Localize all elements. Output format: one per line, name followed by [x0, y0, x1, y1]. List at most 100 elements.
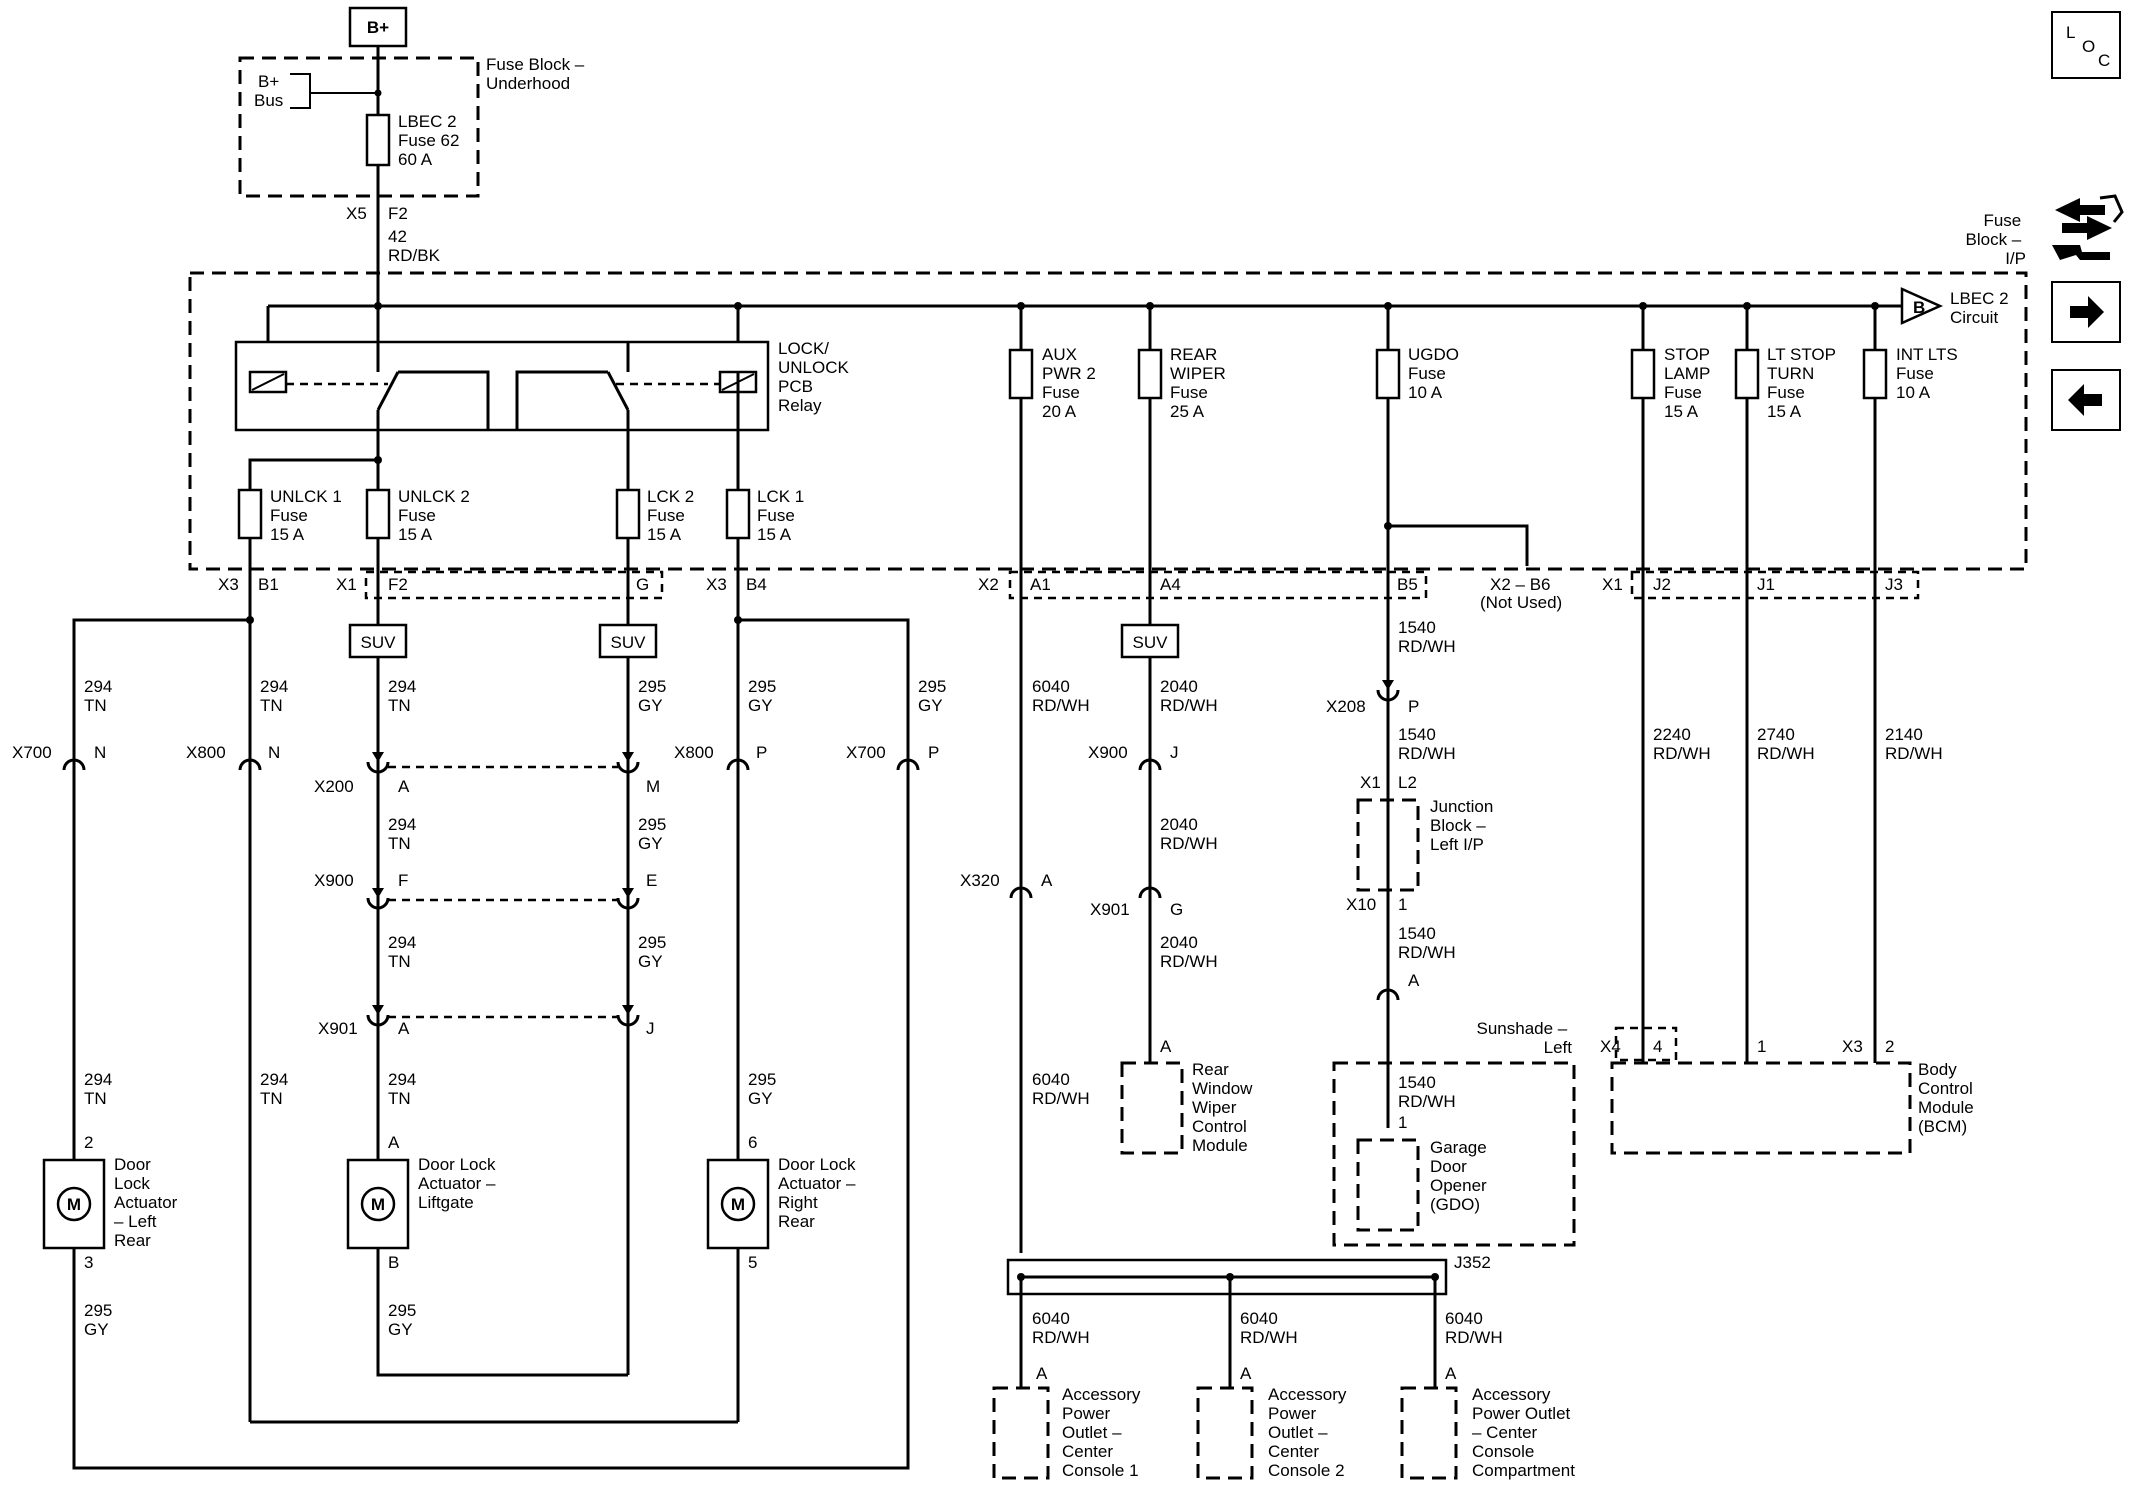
svg-text:E: E	[646, 871, 657, 890]
accessory-power-outlet-1	[992, 1386, 1050, 1480]
svg-text:SUV: SUV	[1133, 633, 1169, 652]
fuse-stop-lamp	[1630, 348, 1656, 400]
pin-b4: B4	[746, 575, 767, 594]
wire-42-label: 42 RD/BK	[388, 227, 441, 265]
svg-text:A: A	[398, 777, 410, 796]
svg-text:M: M	[371, 1195, 385, 1214]
conn-x3-right: X3	[706, 575, 727, 594]
motor-icon	[720, 1186, 756, 1222]
pin-b5: B5	[1397, 575, 1418, 594]
conn-x700-n	[62, 758, 86, 771]
location-button[interactable]	[2051, 11, 2121, 79]
garage-door-opener	[1356, 1138, 1420, 1232]
conn-x3-left: X3	[218, 575, 239, 594]
fuse-lbec2-62-label: LBEC 2 Fuse 62 60 A	[398, 112, 464, 169]
svg-text:L2: L2	[1398, 773, 1417, 792]
svg-text:N: N	[268, 743, 280, 762]
svg-text:G: G	[1170, 900, 1183, 919]
svg-text:P: P	[928, 743, 939, 762]
label-x900-left: X900	[314, 871, 354, 890]
prev-page-button[interactable]	[2051, 369, 2121, 431]
svg-text:B: B	[1913, 298, 1925, 317]
pin-j2: J2	[1653, 575, 1671, 594]
svg-text:A: A	[1408, 971, 1420, 990]
x2-b6-not-used: X2 – B6 (Not Used)	[1480, 575, 1562, 612]
label-x800-left: X800	[186, 743, 226, 762]
label-x10: X10	[1346, 895, 1376, 914]
fuse-unlck1	[237, 488, 263, 540]
conn-x700-p	[896, 758, 920, 771]
fuse-block-ip-label: Fuse Block – I/P	[1966, 211, 2026, 268]
fuse-lt-stop-turn	[1734, 348, 1760, 400]
conn-x1-right-shell	[1630, 570, 1920, 600]
arrow-left-icon	[2068, 384, 2102, 416]
bus-label: B+ Bus	[254, 72, 284, 110]
svg-text:6: 6	[748, 1133, 757, 1152]
svg-text:A: A	[388, 1133, 400, 1152]
fuse-block-underhood	[238, 56, 480, 198]
pin-f2-top: F2	[388, 204, 408, 223]
svg-text:1: 1	[1757, 1037, 1766, 1056]
svg-text:J: J	[646, 1019, 655, 1038]
pin-j3: J3	[1885, 575, 1903, 594]
fuse-lck2	[615, 488, 641, 540]
component-location-icon[interactable]	[2052, 194, 2124, 260]
svg-text:A: A	[1445, 1364, 1457, 1383]
svg-text:A: A	[398, 1019, 410, 1038]
conn-x901-g	[1138, 886, 1162, 899]
conn-x2-shell	[1008, 570, 1428, 600]
label-x900-right: X900	[1088, 743, 1128, 762]
svg-text:A: A	[1160, 1037, 1172, 1056]
motor-icon	[360, 1186, 396, 1222]
label-x700-right: X700	[846, 743, 886, 762]
svg-text:A: A	[1041, 871, 1053, 890]
label-x3-bcm: X3	[1842, 1037, 1863, 1056]
svg-text:2: 2	[1885, 1037, 1894, 1056]
pin-b1: B1	[258, 575, 279, 594]
conn-x1-shell	[364, 570, 664, 600]
label-x4: X4	[1600, 1037, 1621, 1056]
label-x800-right: X800	[674, 743, 714, 762]
pin-g: G	[636, 575, 649, 594]
svg-text:1: 1	[1398, 895, 1407, 914]
label-j352: J352	[1454, 1253, 1491, 1272]
rear-wiper-control-module	[1120, 1061, 1184, 1155]
suv-option-left	[348, 623, 408, 659]
label-x320: X320	[960, 871, 1000, 890]
fuse-lck1	[725, 488, 751, 540]
fuse-unlck2	[365, 488, 391, 540]
fuse-rear-wiper	[1137, 348, 1163, 400]
svg-text:J: J	[1170, 743, 1179, 762]
conn-x800-n	[238, 758, 262, 771]
svg-text:SUV: SUV	[611, 633, 647, 652]
motor-icon	[56, 1186, 92, 1222]
